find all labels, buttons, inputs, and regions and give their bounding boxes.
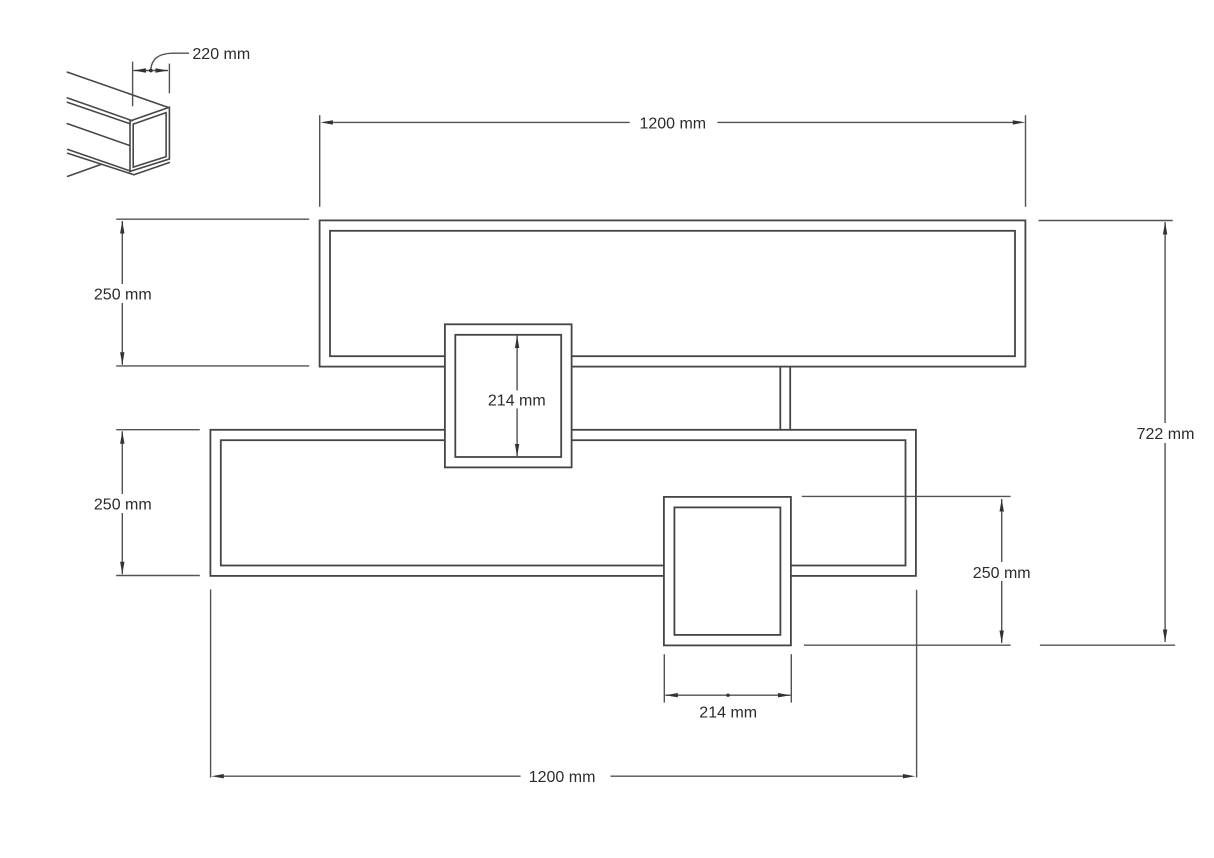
- svg-text:1200 mm: 1200 mm: [639, 116, 706, 133]
- svg-text:250 mm: 250 mm: [94, 286, 152, 303]
- svg-text:1200 mm: 1200 mm: [529, 769, 596, 786]
- svg-text:214 mm: 214 mm: [699, 705, 757, 722]
- svg-text:722 mm: 722 mm: [1137, 426, 1195, 443]
- svg-text:250 mm: 250 mm: [94, 496, 152, 513]
- svg-text:214 mm: 214 mm: [488, 393, 546, 410]
- svg-text:250 mm: 250 mm: [973, 565, 1031, 582]
- svg-text:220 mm: 220 mm: [192, 46, 250, 63]
